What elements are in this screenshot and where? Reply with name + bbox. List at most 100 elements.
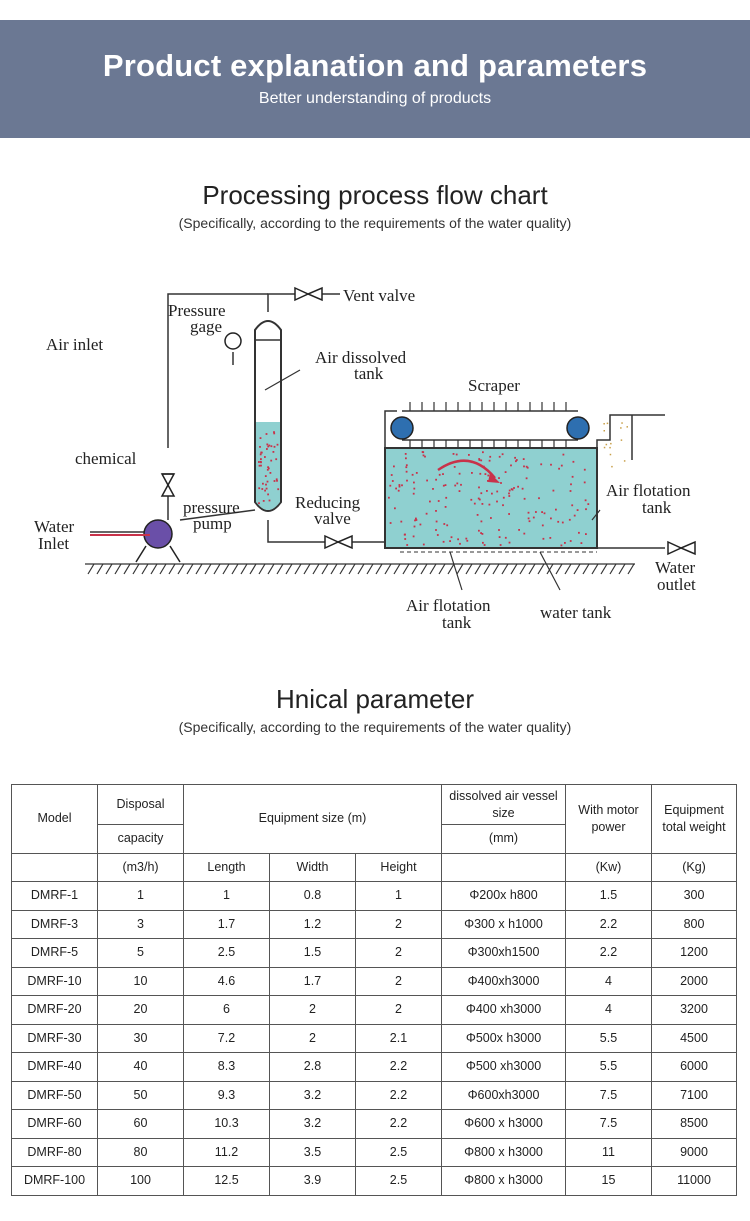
cell-capacity: 20 [97, 995, 184, 1025]
label-air-dissolved-tank-2: tank [354, 364, 384, 383]
page-title: Product explanation and parameters [102, 48, 648, 83]
cell-length: 9.3 [183, 1080, 270, 1110]
cell-weight: 11000 [651, 1166, 737, 1196]
cell-vessel: Φ800 x h3000 [441, 1137, 566, 1167]
header-length: Length [183, 852, 270, 882]
cell-model: DMRF-50 [11, 1080, 98, 1110]
ground-line [85, 563, 635, 575]
cell-capacity: 40 [97, 1052, 184, 1082]
cell-height: 2 [355, 909, 442, 939]
vent-valve [294, 286, 323, 302]
cell-capacity: 10 [97, 966, 184, 996]
cell-model: DMRF-40 [11, 1052, 98, 1082]
label-pressure-pump-1: pressure [183, 498, 240, 517]
cell-width: 3.9 [269, 1166, 356, 1196]
cell-vessel: Φ600 x h3000 [441, 1109, 566, 1139]
air-dissolved-tank [254, 298, 301, 512]
cell-width: 2.8 [269, 1052, 356, 1082]
cell-vessel: Φ800 x h3000 [441, 1166, 566, 1196]
cell-capacity: 100 [97, 1166, 184, 1196]
cell-weight: 2000 [651, 966, 737, 996]
cell-vessel: Φ200x h800 [441, 881, 566, 911]
header-height: Height [355, 852, 442, 882]
label-water-inlet-2: Inlet [38, 534, 69, 553]
cell-width: 3.2 [269, 1080, 356, 1110]
cell-length: 2.5 [183, 938, 270, 968]
header-model-blank [11, 852, 98, 882]
cell-power: 4 [565, 966, 652, 996]
cell-capacity: 5 [97, 938, 184, 968]
cell-weight: 7100 [651, 1080, 737, 1110]
header-row: Model Disposal Equipment size (m) dissol… [11, 784, 737, 854]
label-pressure-gage-1: Pressure [168, 301, 226, 320]
header-weight-line1: Equipment [664, 802, 724, 817]
cell-length: 4.6 [183, 966, 270, 996]
cell-height: 2.5 [355, 1137, 442, 1167]
header-equipment-size: Equipment size (m) [183, 784, 442, 854]
cell-length: 7.2 [183, 1023, 270, 1053]
cell-capacity: 50 [97, 1080, 184, 1110]
header-vessel-blank [441, 852, 566, 882]
header-weight-unit: (Kg) [651, 852, 737, 882]
cell-model: DMRF-3 [11, 909, 98, 939]
label-water-tank: water tank [540, 603, 612, 622]
flotation-tank [384, 447, 598, 553]
cell-capacity: 60 [97, 1109, 184, 1139]
cell-length: 11.2 [183, 1137, 270, 1167]
header-model: Model [11, 784, 98, 854]
label-scraper: Scraper [468, 376, 520, 395]
header-vessel-unit: (mm) [441, 824, 566, 854]
cell-model: DMRF-80 [11, 1137, 98, 1167]
label-air-flotation-tank-right-2: tank [642, 498, 672, 517]
cell-capacity: 3 [97, 909, 184, 939]
header-vessel-line1: dissolved air vessel [449, 788, 558, 803]
header-row: capacity (mm) [12, 824, 737, 854]
chemical-valve [160, 473, 176, 497]
label-air-flotation-tank-right-1: Air flotation [606, 481, 691, 500]
cell-length: 6 [183, 995, 270, 1025]
cell-power: 7.5 [565, 1080, 652, 1110]
cell-weight: 300 [651, 881, 737, 911]
cell-model: DMRF-100 [11, 1166, 98, 1196]
parameter-table: Model Disposal Equipment size (m) dissol… [11, 784, 737, 1196]
cell-height: 2.2 [355, 1080, 442, 1110]
label-chemical: chemical [75, 449, 137, 468]
cell-power: 5.5 [565, 1023, 652, 1053]
label-air-dissolved-tank-1: Air dissolved [315, 348, 407, 367]
cell-width: 0.8 [269, 881, 356, 911]
label-water-outlet-2: outlet [657, 575, 696, 594]
parameter-title: Hnical parameter [276, 684, 474, 714]
scraper [384, 402, 665, 468]
header-motor-line2: power [591, 819, 626, 834]
label-air-flotation-tank-bottom-1: Air flotation [406, 596, 491, 615]
cell-length: 10.3 [183, 1109, 270, 1139]
cell-model: DMRF-10 [11, 966, 98, 996]
header-motor-unit: (Kw) [565, 852, 652, 882]
flow-chart-title: Processing process flow chart [202, 180, 548, 210]
cell-width: 3.5 [269, 1137, 356, 1167]
cell-width: 1.2 [269, 909, 356, 939]
cell-height: 2.2 [355, 1109, 442, 1139]
header-weight-line2: total weight [662, 819, 726, 834]
cell-model: DMRF-30 [11, 1023, 98, 1053]
label-water-outlet-1: Water [655, 558, 695, 577]
label-pointers [449, 509, 601, 591]
pressure-pump [90, 519, 181, 563]
parameter-subtitle: (Specifically, according to the requirem… [178, 719, 572, 735]
cell-vessel: Φ400 xh3000 [441, 995, 566, 1025]
header-weight: Equipment total weight [651, 784, 737, 854]
label-pressure-gage-2: gage [190, 317, 222, 336]
cell-length: 8.3 [183, 1052, 270, 1082]
cell-model: DMRF-60 [11, 1109, 98, 1139]
cell-height: 2 [355, 938, 442, 968]
cell-weight: 4500 [651, 1023, 737, 1053]
header-vessel: dissolved air vessel size [441, 784, 566, 825]
cell-power: 2.2 [565, 909, 652, 939]
cell-model: DMRF-5 [11, 938, 98, 968]
cell-weight: 1200 [651, 938, 737, 968]
